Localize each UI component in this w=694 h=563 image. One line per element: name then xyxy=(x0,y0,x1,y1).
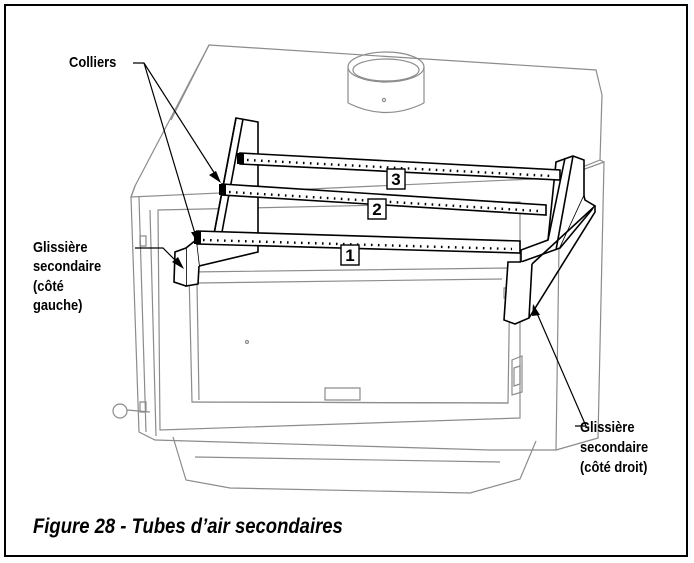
left-slide-bracket xyxy=(173,117,259,287)
stove-body xyxy=(130,44,605,494)
left-slide-leader xyxy=(135,247,180,265)
left-slide-label-line1: Glissière xyxy=(33,239,88,256)
left-slide-label-line4: gauche) xyxy=(33,297,83,314)
right-slide-label-line3: (côté droit) xyxy=(580,459,648,476)
right-slide-leader xyxy=(535,310,587,427)
right-slide-label-line1: Glissière xyxy=(580,419,635,436)
tube-number-2: 2 xyxy=(367,198,387,220)
left-slide-label-line2: secondaire xyxy=(33,258,102,275)
tube-number-3: 3 xyxy=(386,168,406,190)
leader-lines xyxy=(133,62,587,427)
figure-caption: Figure 28 - Tubes d’air secondaires xyxy=(33,515,343,538)
tube-number-1: 1 xyxy=(340,244,360,266)
left-slide-label-line3: (côté xyxy=(33,278,64,295)
leader-arrowheads xyxy=(172,171,540,316)
door-handle xyxy=(112,403,151,419)
colliers-leader-lower xyxy=(143,62,197,238)
tube-number-3-text: 3 xyxy=(391,170,400,189)
flue-collar xyxy=(347,51,425,114)
tube-3 xyxy=(237,152,561,181)
colliers-label: Colliers xyxy=(69,54,117,71)
tube-number-2-text: 2 xyxy=(372,200,381,219)
colliers-leader-upper xyxy=(133,62,216,175)
tube-number-1-text: 1 xyxy=(345,246,354,265)
right-slide-label-line2: secondaire xyxy=(580,439,649,456)
right-slide-bracket xyxy=(503,155,597,325)
